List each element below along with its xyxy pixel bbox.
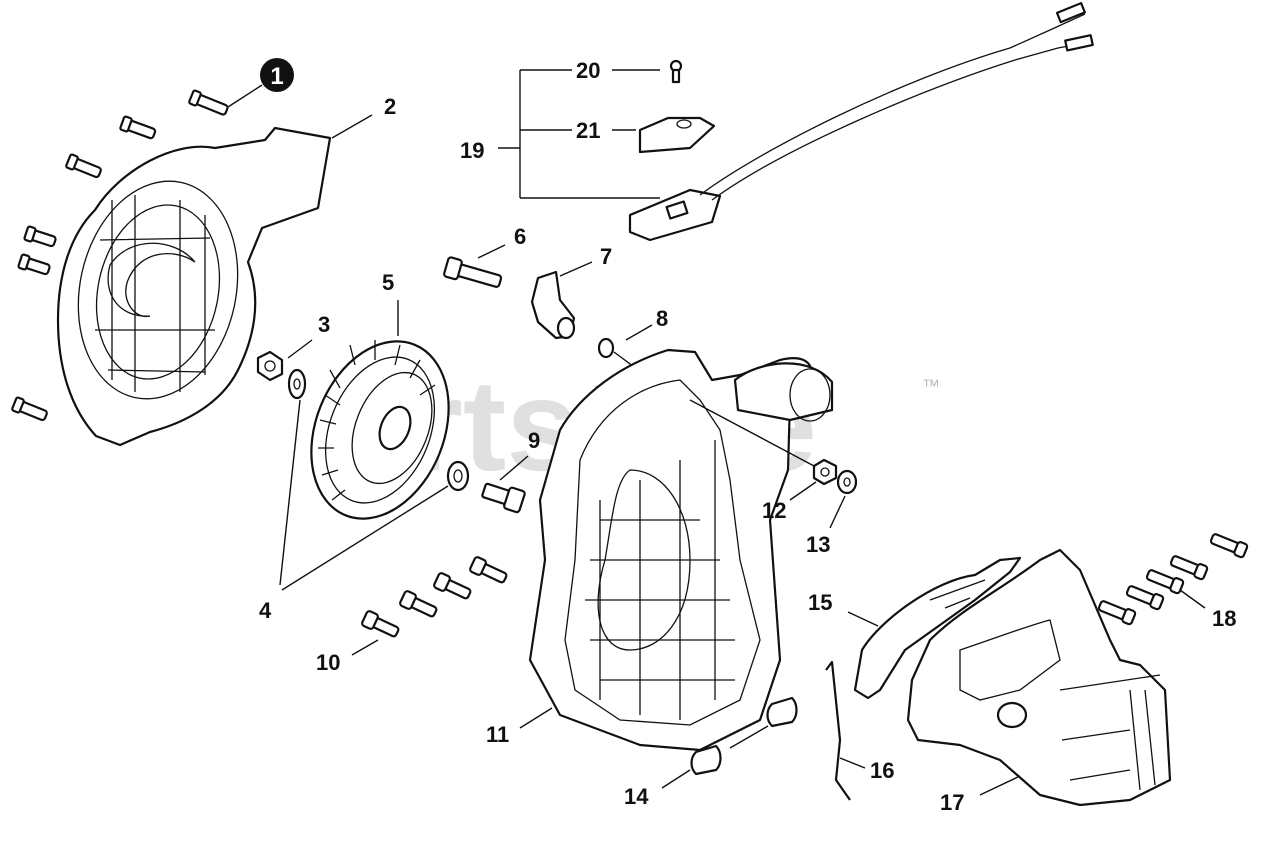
label-3: 3 <box>318 312 330 337</box>
label-13: 13 <box>806 532 830 557</box>
label-15: 15 <box>808 590 832 615</box>
switch-assembly-bracket <box>498 69 660 199</box>
housing-washer <box>836 469 858 495</box>
label-6: 6 <box>514 224 526 249</box>
switch-wires <box>699 2 1094 201</box>
label-19: 19 <box>460 138 484 163</box>
label-8: 8 <box>656 306 668 331</box>
label-18: 18 <box>1212 606 1236 631</box>
label-9: 9 <box>528 428 540 453</box>
callout-marker: 1 <box>260 58 294 92</box>
stop-switch <box>628 188 722 242</box>
engine-cover-screws <box>1097 533 1249 626</box>
label-11: 11 <box>486 722 509 747</box>
label-12: 12 <box>762 498 786 523</box>
label-4: 4 <box>259 598 272 623</box>
label-10: 10 <box>316 650 340 675</box>
washer <box>287 368 307 400</box>
label-7: 7 <box>600 244 612 269</box>
watermark-trademark: ™ <box>922 376 940 396</box>
bolt <box>443 256 503 288</box>
socket-bolt <box>481 482 526 514</box>
nut <box>256 350 284 382</box>
part-labels: 2 3 4 5 6 7 8 9 10 11 12 13 14 15 16 17 … <box>259 58 1236 815</box>
washer-small <box>597 337 615 359</box>
ignition-module <box>530 270 576 340</box>
engine-cover <box>906 548 1172 807</box>
switch-screw <box>669 59 683 84</box>
blower-housing <box>528 348 834 752</box>
label-17: 17 <box>940 790 964 815</box>
rubber-grommets <box>690 696 798 776</box>
fan-cover-screws <box>11 89 229 422</box>
label-5: 5 <box>382 270 394 295</box>
handle-grip <box>853 556 1022 700</box>
fan-cover <box>56 126 332 447</box>
label-20: 20 <box>576 58 600 83</box>
crankcase-bolts <box>361 556 508 638</box>
label-14: 14 <box>624 784 649 809</box>
throttle-rod <box>825 660 851 801</box>
label-2: 2 <box>384 94 396 119</box>
label-21: 21 <box>576 118 600 143</box>
flywheel <box>310 340 450 520</box>
housing-nut <box>812 458 838 486</box>
callout-number: 1 <box>270 63 283 90</box>
switch-clamp <box>638 116 716 154</box>
label-16: 16 <box>870 758 894 783</box>
flywheel-washer <box>446 460 470 492</box>
